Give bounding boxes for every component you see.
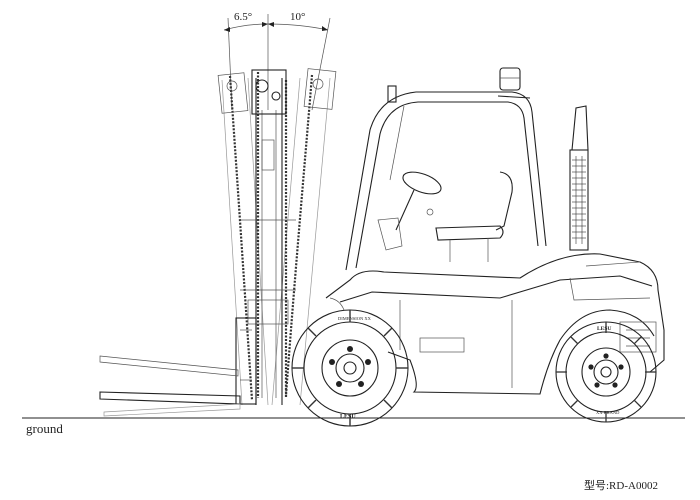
exhaust-pipe xyxy=(569,105,589,251)
mast-vertical xyxy=(240,69,296,405)
mast-tilted-forward xyxy=(217,72,269,406)
front-tire-brand: LESU xyxy=(340,414,356,420)
tilt-forward-angle-label: 10° xyxy=(290,11,305,23)
tilt-angle-dimension xyxy=(223,14,331,111)
rear-tire-lower-text: XX BRAND xyxy=(596,410,620,415)
rear-tire-brand: LESU xyxy=(597,326,611,332)
ground-label: ground xyxy=(26,421,63,436)
front-tire-upper-text: DIMENSION XX xyxy=(338,316,372,321)
tilt-back-angle-label: 6.5° xyxy=(234,11,252,23)
fork-lowered xyxy=(99,391,241,405)
steering-wheel xyxy=(377,171,442,251)
overhead-guard xyxy=(345,67,547,271)
front-wheel xyxy=(291,309,409,427)
rear-wheel xyxy=(555,321,657,423)
model-label: 型号:RD-A0002 xyxy=(584,478,658,492)
fork-carriage xyxy=(235,317,257,405)
fork-tilted-down xyxy=(103,403,241,417)
truck-body xyxy=(325,253,665,395)
fork-tilted-up xyxy=(99,355,239,377)
operator-seat xyxy=(426,171,513,262)
